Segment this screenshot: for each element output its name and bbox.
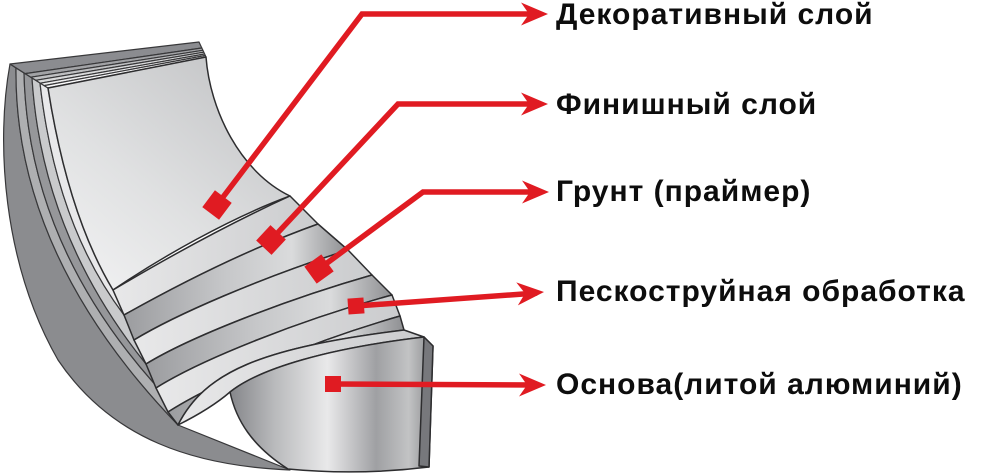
layer-marker-icon bbox=[202, 190, 232, 220]
base-front-face bbox=[229, 336, 434, 473]
layer-label-finish: Финишный слой bbox=[556, 88, 818, 121]
arrowhead-icon bbox=[521, 2, 548, 26]
arrowhead-icon bbox=[522, 180, 549, 204]
layer-marker-icon bbox=[304, 254, 334, 284]
pan-inner-wall-surface bbox=[47, 56, 291, 291]
layer-marker-icon bbox=[256, 225, 286, 255]
base-right-side-face bbox=[418, 336, 434, 468]
layer-label-sandblasting: Пескоструйная обработка bbox=[556, 275, 966, 308]
leader-arrows bbox=[202, 2, 549, 397]
layer-label-primer: Грунт (праймер) bbox=[556, 175, 812, 208]
layer-label-decorative: Декоративный слой bbox=[556, 0, 874, 31]
pan-rim-strips bbox=[9, 41, 207, 89]
leader-arrow-primer bbox=[304, 180, 549, 284]
arrowhead-icon bbox=[519, 373, 546, 397]
leader-arrow-decorative bbox=[202, 2, 548, 220]
leader-arrow-base bbox=[325, 373, 546, 397]
pan-layer-steps bbox=[112, 195, 434, 473]
leader-arrow-finish bbox=[256, 92, 548, 255]
arrowhead-icon bbox=[521, 92, 548, 116]
leader-arrow-sandblast bbox=[347, 282, 544, 315]
layer-marker-icon bbox=[347, 297, 365, 315]
arrowhead-icon bbox=[516, 282, 544, 306]
layer-label-base: Основа(литой алюминий) bbox=[556, 368, 963, 401]
layer-marker-icon bbox=[325, 376, 341, 392]
